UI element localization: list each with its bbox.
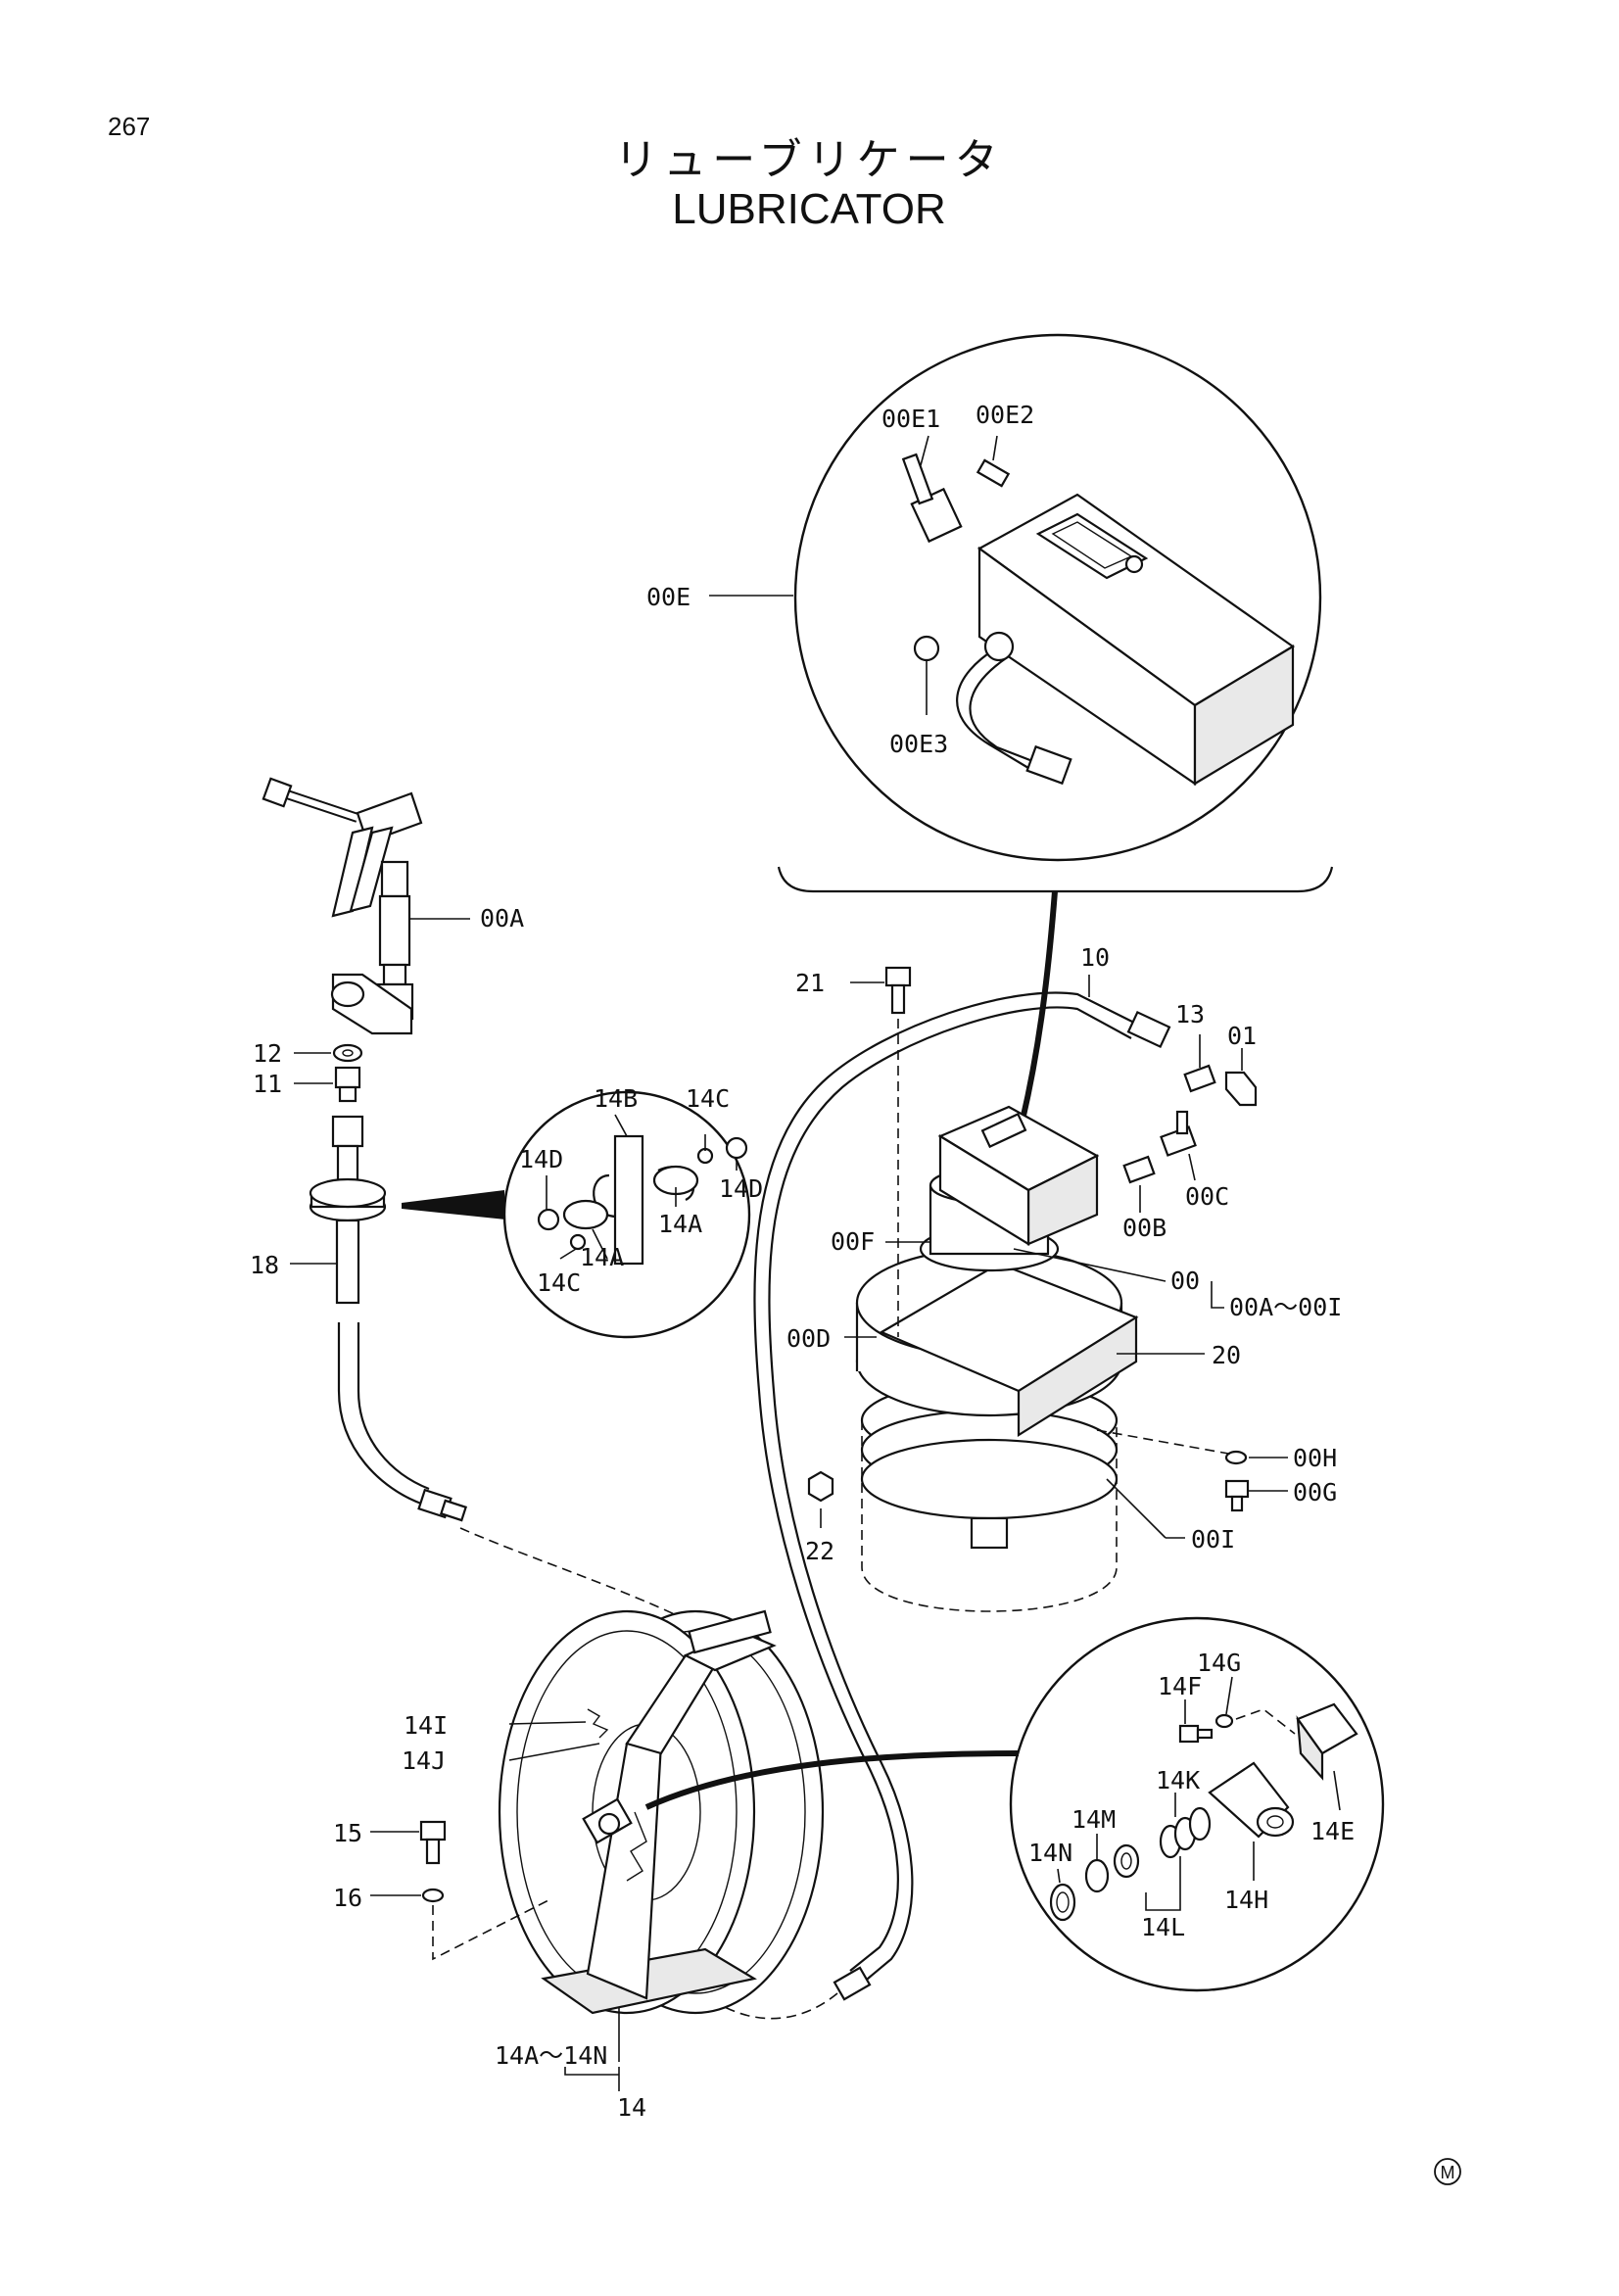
- m-mark: M: [1434, 2158, 1461, 2185]
- label-14C-top: 14C: [686, 1084, 730, 1113]
- fitting-11: [334, 1066, 361, 1089]
- label-10: 10: [1080, 943, 1110, 972]
- label-00E3: 00E3: [889, 730, 948, 758]
- label-01: 01: [1227, 1022, 1257, 1050]
- label-00A-00I: 00A～00I: [1229, 1293, 1342, 1321]
- label-12: 12: [253, 1039, 282, 1068]
- label-14D-left: 14D: [519, 1145, 563, 1173]
- detail-circle-clip: [402, 1090, 751, 1339]
- label-00C: 00C: [1185, 1182, 1229, 1211]
- label-00H: 00H: [1293, 1444, 1337, 1472]
- m-mark-letter: M: [1441, 2163, 1455, 2182]
- label-20: 20: [1212, 1341, 1241, 1369]
- label-14D-right: 14D: [719, 1174, 763, 1203]
- label-14N: 14N: [1028, 1839, 1072, 1867]
- label-00D: 00D: [786, 1324, 831, 1353]
- label-14B: 14B: [594, 1084, 638, 1113]
- label-00E2: 00E2: [976, 401, 1034, 429]
- label-14M: 14M: [1071, 1805, 1116, 1834]
- label-14A-right: 14A: [658, 1210, 702, 1238]
- grease-gun: [262, 777, 470, 1035]
- label-14G: 14G: [1197, 1649, 1241, 1677]
- label-14K: 14K: [1156, 1766, 1200, 1794]
- hose-reel: [370, 1609, 825, 2091]
- title-english: LUBRICATOR: [672, 185, 946, 233]
- label-14A-left: 14A: [580, 1243, 624, 1271]
- pump-assembly: [807, 966, 1288, 1612]
- label-21: 21: [795, 969, 825, 997]
- label-14F: 14F: [1158, 1672, 1202, 1700]
- label-14: 14: [617, 2093, 646, 2122]
- washer-12: [332, 1043, 363, 1063]
- label-00: 00: [1170, 1267, 1200, 1295]
- label-00F: 00F: [831, 1227, 875, 1256]
- label-14L: 14L: [1141, 1913, 1185, 1941]
- detail-circle-control-box: [709, 333, 1322, 862]
- label-00A: 00A: [480, 904, 524, 933]
- label-18: 18: [250, 1251, 279, 1279]
- label-15: 15: [333, 1819, 362, 1847]
- label-00E1: 00E1: [881, 405, 940, 433]
- label-13: 13: [1175, 1000, 1205, 1028]
- label-14C-bottom: 14C: [537, 1268, 581, 1297]
- page-number: 267: [108, 112, 150, 141]
- pipe-18: [290, 1115, 490, 1522]
- label-00I: 00I: [1191, 1525, 1235, 1554]
- label-22: 22: [805, 1537, 834, 1565]
- detail-circle-reel-fittings: [1009, 1616, 1385, 1992]
- label-00B: 00B: [1122, 1214, 1167, 1242]
- label-14A-14N: 14A～14N: [495, 2041, 607, 2070]
- title-japanese: リューブリケータ: [614, 135, 1003, 185]
- label-14J: 14J: [402, 1746, 446, 1775]
- label-14E: 14E: [1310, 1817, 1355, 1845]
- label-00G: 00G: [1293, 1478, 1337, 1507]
- label-11: 11: [253, 1070, 282, 1098]
- label-16: 16: [333, 1884, 362, 1912]
- label-00E: 00E: [646, 583, 690, 611]
- label-14H: 14H: [1224, 1886, 1268, 1914]
- label-14I: 14I: [404, 1711, 448, 1740]
